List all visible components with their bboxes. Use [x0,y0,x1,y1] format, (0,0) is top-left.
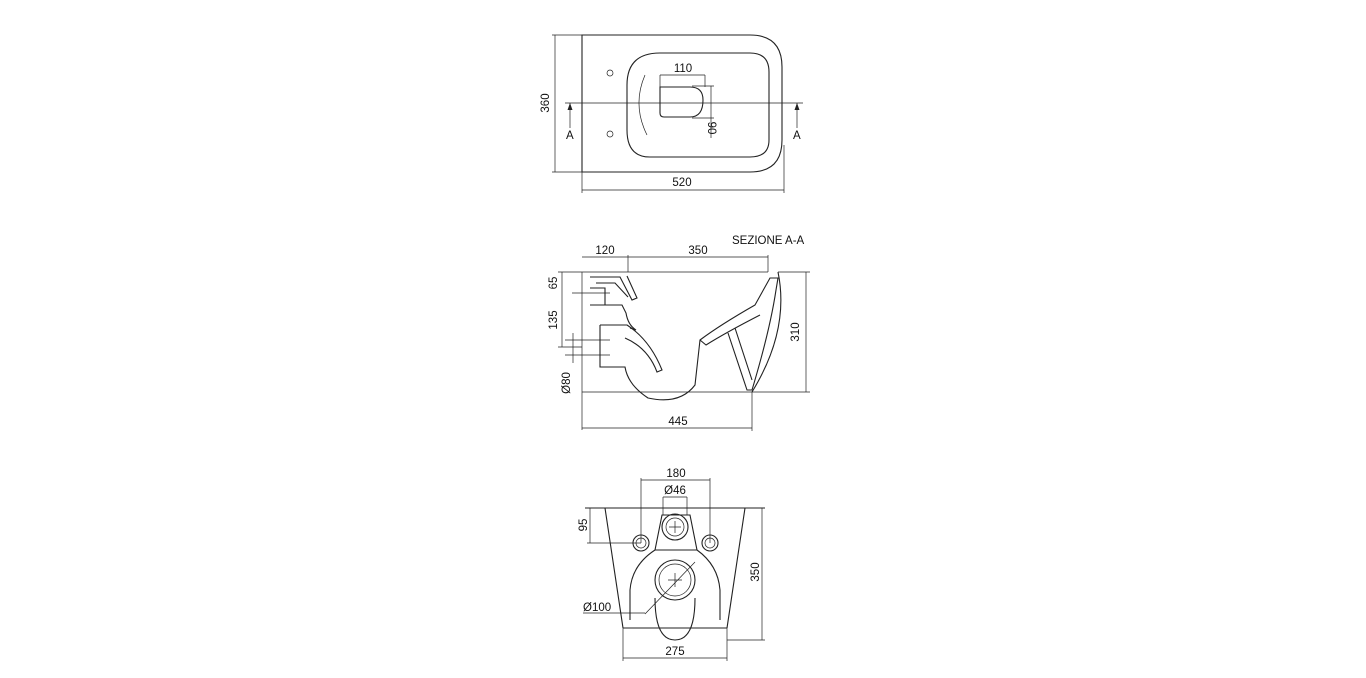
dim-inlet-diameter-label: Ø46 [664,485,686,497]
drain-hole [659,86,704,118]
seat-rim [626,52,770,158]
dim-width-label: 275 [665,646,684,658]
top-view-outline [581,34,783,173]
rim-curve [638,74,648,136]
fixing-hole [606,130,614,138]
section-view: SEZIONE A-A 120 350 310 445 65 135 Ø80 [548,235,810,431]
outlet-circle [654,559,696,601]
dim-fixing-spacing-label: 180 [666,468,685,480]
arrow-head-icon [794,103,800,110]
dim-height-label: 350 [750,562,762,581]
outlet-channel [654,597,696,641]
inlet-circle [661,513,689,541]
section-mark-right: A [793,130,801,142]
dim-depth-label: 360 [540,93,552,112]
outer-back [751,271,782,393]
dim-bowl-label: 350 [688,245,707,257]
dim-outlet-diameter-label: Ø100 [583,602,611,614]
dim-fixing-height-label: 95 [578,519,590,532]
dim-outlet-diameter-label: Ø80 [561,372,573,394]
rear-body [629,514,721,620]
dim-width-label: 520 [672,177,691,189]
dim-length-label: 445 [668,416,687,428]
top-view: A A 360 520 110 90 [540,34,803,193]
dim-hole-depth-label: 90 [705,122,717,135]
rear-view: 180 Ø46 95 350 Ø100 275 [578,468,765,661]
dim-height-label: 310 [790,322,802,341]
dim-inlet-offset-label: 65 [548,277,560,290]
arrow-head-icon [567,103,573,110]
section-mark-left: A [566,130,574,142]
fixing-hole [606,69,614,77]
dim-outlet-offset-label: 135 [548,310,560,329]
bowl-profile [599,277,779,401]
dim-hole-width-label: 110 [674,63,692,75]
section-title: SEZIONE A-A [732,235,805,247]
inlet-profile [590,275,638,331]
rear-outline [585,507,765,629]
dim-rear-label: 120 [595,245,614,257]
